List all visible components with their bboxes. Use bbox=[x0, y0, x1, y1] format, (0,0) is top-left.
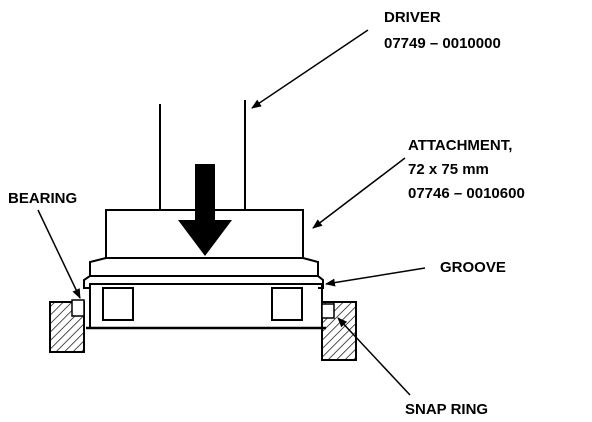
housing-left bbox=[49, 299, 85, 353]
snap-ring-label: SNAP RING bbox=[405, 401, 488, 418]
driver-part-number: 07749 – 0010000 bbox=[384, 35, 501, 52]
bearing bbox=[86, 283, 326, 330]
arrow-down-icon bbox=[178, 164, 232, 256]
driver-label: DRIVER bbox=[384, 9, 441, 26]
bearing-roller-left bbox=[102, 287, 134, 321]
attachment-label: ATTACHMENT, bbox=[408, 137, 512, 154]
groove-label: GROOVE bbox=[440, 259, 506, 276]
leader-lines bbox=[37, 29, 426, 396]
bearing-roller-right bbox=[271, 287, 303, 321]
housing-right bbox=[321, 301, 357, 361]
attachment-size: 72 x 75 mm bbox=[408, 161, 489, 178]
snap-ring bbox=[321, 303, 335, 319]
bearing-label: BEARING bbox=[8, 190, 77, 207]
press-direction-arrow bbox=[178, 164, 232, 256]
attachment-part-number: 07746 – 0010600 bbox=[408, 185, 525, 202]
driver-shaft bbox=[159, 100, 246, 210]
